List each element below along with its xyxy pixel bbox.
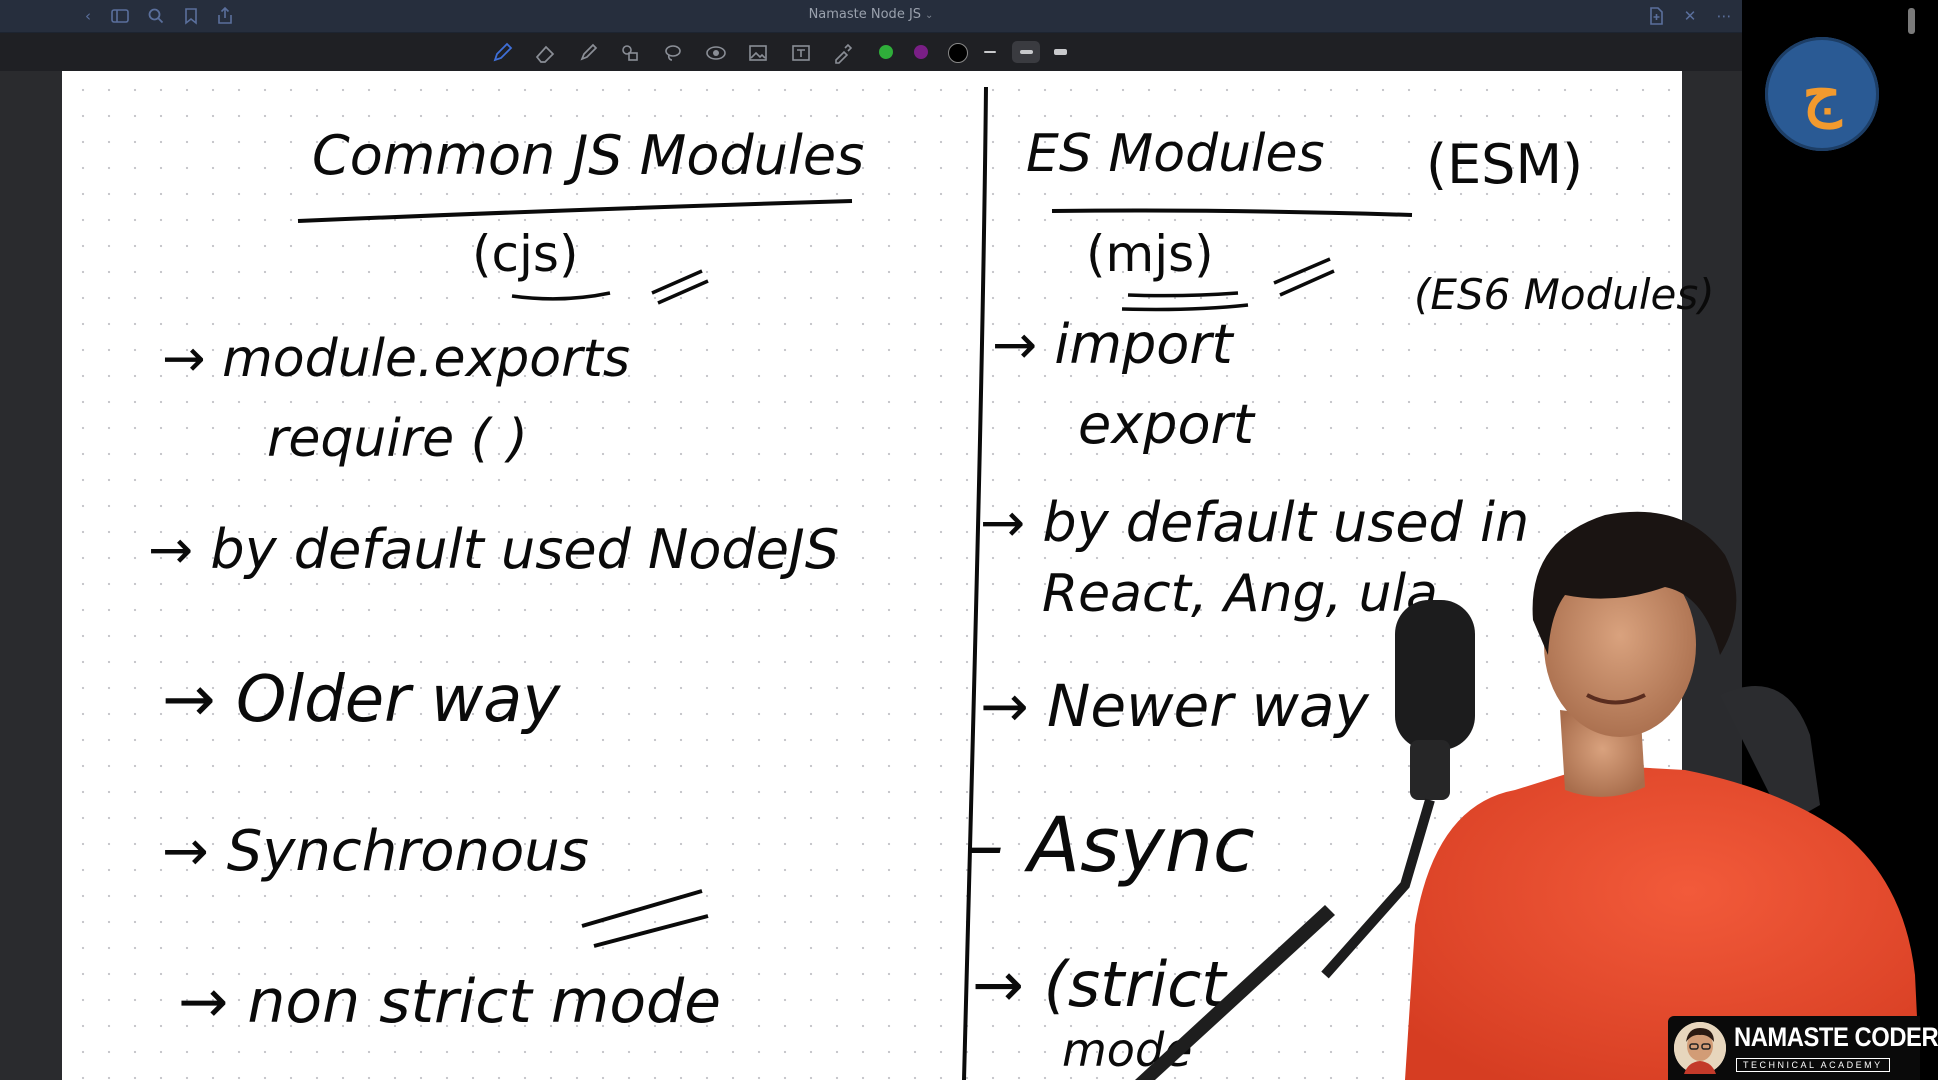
microphone xyxy=(1395,600,1475,750)
chair-back xyxy=(1720,686,1820,825)
color-swatch-green[interactable] xyxy=(879,45,893,59)
presenter-shirt xyxy=(1405,765,1920,1080)
bookmark-icon[interactable] xyxy=(181,6,201,26)
color-swatch-black[interactable] xyxy=(948,43,968,63)
channel-watermark: NAMASTE CODER TECHNICAL ACADEMY xyxy=(1668,1016,1938,1080)
right-point-3: → by default used in xyxy=(980,491,1529,554)
chevron-down-icon: ⌄ xyxy=(925,10,934,21)
more-icon[interactable]: ⋯ xyxy=(1716,7,1732,25)
highlighter-tool-icon[interactable] xyxy=(577,42,599,64)
left-point-5: → Synchronous xyxy=(162,819,589,884)
right-point-6: – Async xyxy=(966,800,1255,889)
lasso-tool-icon[interactable] xyxy=(662,42,684,64)
left-point-3: → by default used NodeJS xyxy=(148,518,839,581)
right-point-7: → (strict xyxy=(972,948,1228,1021)
watermark-title: NAMASTE CODER xyxy=(1734,1022,1938,1052)
pen-tool-icon[interactable] xyxy=(491,42,513,64)
presenter-face xyxy=(1544,553,1696,737)
left-heading: Common JS Modules xyxy=(312,124,864,187)
strict-double-tick xyxy=(581,889,709,948)
add-page-icon[interactable] xyxy=(1646,6,1666,26)
right-heading: ES Modules xyxy=(1026,124,1325,184)
notes-page[interactable]: Common JS Modules (cjs) → module.exports… xyxy=(62,71,1715,1080)
left-point-2: require ( ) xyxy=(267,409,528,469)
sidebar-toggle-icon[interactable] xyxy=(110,6,130,26)
watermark-subtitle: TECHNICAL ACADEMY xyxy=(1736,1058,1890,1072)
right-point-2: export xyxy=(1078,393,1256,456)
stroke-medium xyxy=(1020,50,1033,54)
presenter-mouth xyxy=(1586,693,1646,705)
presenter-webcam xyxy=(1135,511,1920,1080)
scrollbar-thumb[interactable] xyxy=(1908,8,1915,34)
share-icon[interactable] xyxy=(215,6,235,26)
left-point-1: → module.exports xyxy=(162,329,630,389)
search-icon[interactable] xyxy=(146,6,166,26)
left-point-6: → non strict mode xyxy=(178,967,721,1037)
right-aside-es6: (ES6 Modules) xyxy=(1414,270,1715,319)
right-point-5: → Newer way xyxy=(980,672,1369,740)
mjs-double-tick xyxy=(1273,257,1335,297)
left-gutter xyxy=(0,71,62,1080)
left-heading-underline xyxy=(297,199,853,223)
right-point-1: → import xyxy=(992,313,1235,376)
right-abbrev: (mjs) xyxy=(1086,225,1214,283)
watermark-avatar xyxy=(1674,1022,1726,1074)
handwritten-notes: Common JS Modules (cjs) → module.exports… xyxy=(148,86,1715,1080)
right-point-4: React, Ang, ula xyxy=(1042,564,1438,624)
microphone-mount xyxy=(1410,740,1450,800)
back-icon[interactable]: ‹ xyxy=(85,7,91,25)
mic-stand xyxy=(1321,798,1435,979)
text-tool-icon[interactable] xyxy=(790,42,812,64)
cjs-double-tick xyxy=(651,269,709,305)
column-divider xyxy=(962,86,988,1080)
mjs-underline xyxy=(1121,291,1249,312)
right-heading-underline xyxy=(1051,208,1413,217)
channel-logo: ج xyxy=(1765,37,1879,151)
document-title[interactable]: Namaste Node JS⌄ xyxy=(808,7,934,22)
image-tool-icon[interactable] xyxy=(747,42,769,64)
stroke-thick[interactable] xyxy=(1054,49,1067,55)
drawing-toolbar xyxy=(0,33,1742,71)
mic-boom-arm xyxy=(1135,905,1335,1080)
shapes-tool-icon[interactable] xyxy=(619,42,641,64)
close-icon[interactable]: ✕ xyxy=(1683,7,1697,25)
laser-pointer-icon[interactable] xyxy=(705,42,727,64)
eraser-tool-icon[interactable] xyxy=(534,42,556,64)
left-point-4: → Older way xyxy=(162,663,561,737)
pipette-tool-icon[interactable] xyxy=(832,42,854,64)
left-abbrev: (cjs) xyxy=(472,225,578,283)
cjs-underline xyxy=(511,291,611,301)
presenter-hair xyxy=(1532,511,1737,655)
window-title-bar: ‹ Namaste Node JS⌄ ✕ ⋯ xyxy=(0,0,1742,33)
stroke-thin[interactable] xyxy=(984,51,996,53)
color-swatch-purple[interactable] xyxy=(914,45,928,59)
right-aside-esm: (ESM) xyxy=(1426,133,1583,196)
